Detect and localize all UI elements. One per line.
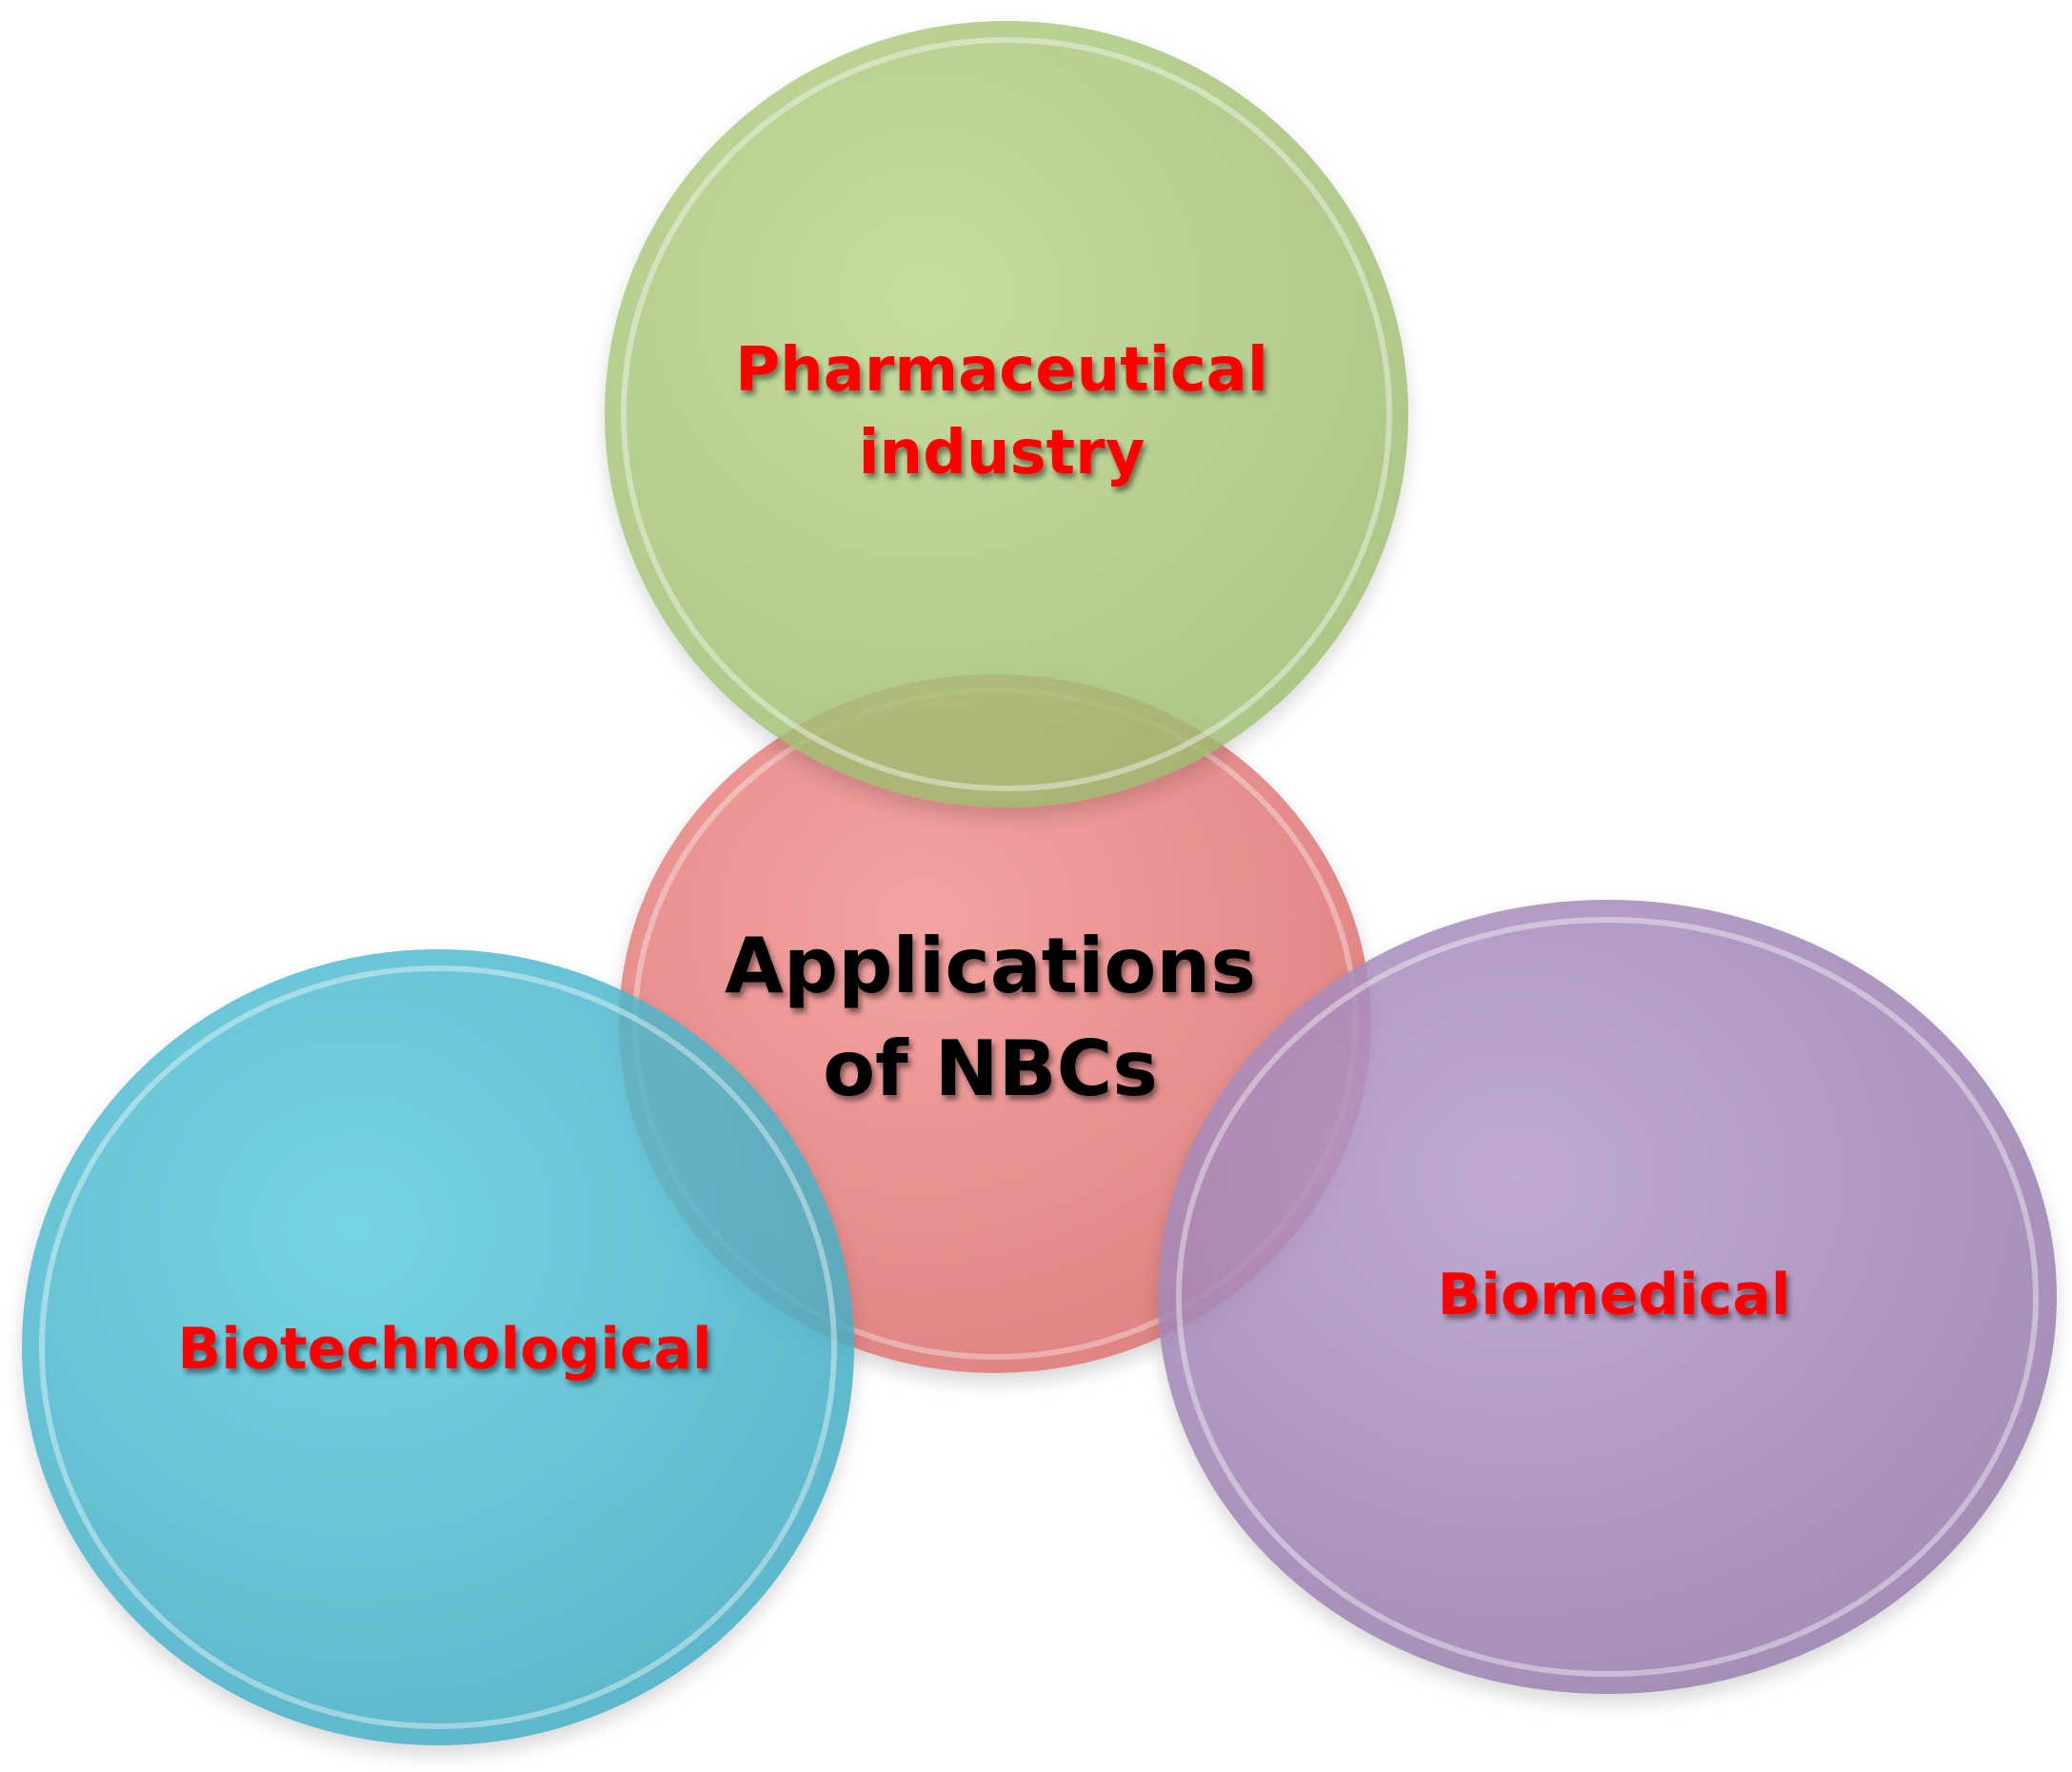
biotechnological-label: Biotechnological (177, 1316, 711, 1383)
pharmaceutical-label-line2: industry (859, 418, 1146, 488)
biomedical-circle-rim (1176, 917, 2039, 1677)
petal-pharmaceutical (605, 21, 1408, 807)
petal-biotechnological (22, 949, 854, 1745)
pharmaceutical-label-line1: Pharmaceutical (735, 335, 1268, 406)
biomedical-label: Biomedical (1438, 1262, 1791, 1328)
center-label-line2: of NBCs (823, 1025, 1158, 1113)
pharmaceutical-circle-shape (605, 21, 1408, 807)
petal-biomedical (1158, 900, 2057, 1694)
biotechnological-circle-shape (22, 949, 854, 1745)
center-label-line1: Applications (725, 922, 1256, 1010)
pharmaceutical-circle-rim (621, 37, 1392, 791)
biotechnological-circle-rim (39, 966, 837, 1729)
biomedical-circle-shape (1158, 900, 2057, 1694)
